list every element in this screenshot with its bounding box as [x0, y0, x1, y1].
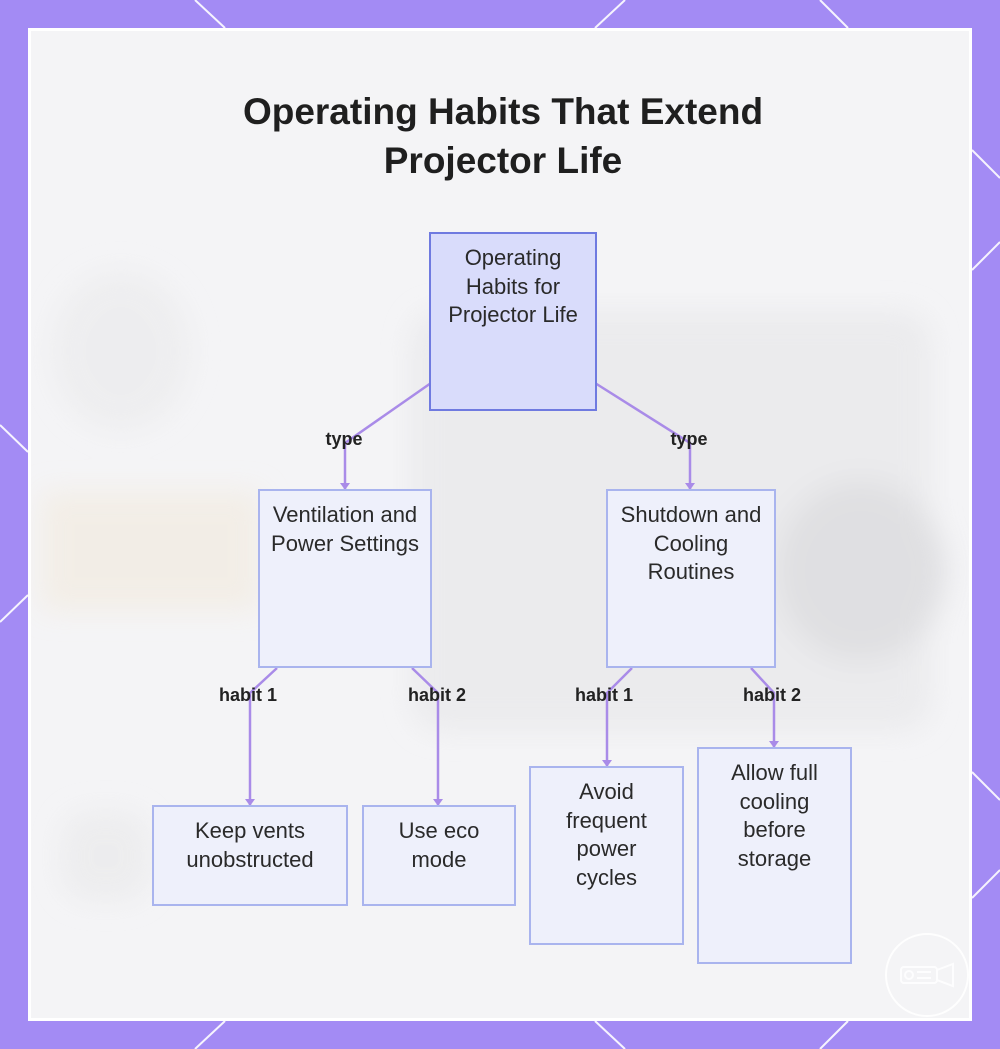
- node-allow-full-cooling: Allow full cooling before storage: [697, 747, 852, 964]
- diagram-title: Operating Habits That Extend Projector L…: [242, 91, 764, 181]
- projector-icon: [885, 933, 969, 1017]
- edge-ventilation-eco: [411, 667, 440, 805]
- edge-label-type-left: type: [325, 429, 363, 449]
- edge-lines: [245, 381, 779, 806]
- edge-label-habit-1-right: habit 1: [574, 685, 634, 705]
- edge-root-shutdown: [594, 381, 692, 489]
- edge-root-ventilation: [343, 381, 432, 489]
- edge-label-habit-2-left: habit 2: [407, 685, 467, 705]
- edge-shutdown-cycles: [605, 667, 633, 766]
- node-root: Operating Habits for Projector Life: [429, 232, 597, 411]
- edge-label-type-right: type: [670, 429, 708, 449]
- edge-label-habit-1-left: habit 1: [218, 685, 278, 705]
- node-ventilation-and-power: Ventilation and Power Settings: [258, 489, 432, 668]
- node-keep-vents-unobstructed: Keep vents unobstructed: [152, 805, 348, 906]
- edge-label-habit-2-right: habit 2: [742, 685, 802, 705]
- tree-diagram: type type habit 1 habit 2 habit 1 habit …: [31, 31, 969, 1018]
- content-panel: Operating Habits That Extend Projector L…: [28, 28, 972, 1021]
- node-avoid-frequent-power-cycles: Avoid frequent power cycles: [529, 766, 684, 945]
- node-shutdown-and-cooling: Shutdown and Cooling Routines: [606, 489, 776, 668]
- edge-shutdown-cooling: [750, 667, 776, 747]
- edge-ventilation-vents: [248, 667, 278, 805]
- node-use-eco-mode: Use eco mode: [362, 805, 516, 906]
